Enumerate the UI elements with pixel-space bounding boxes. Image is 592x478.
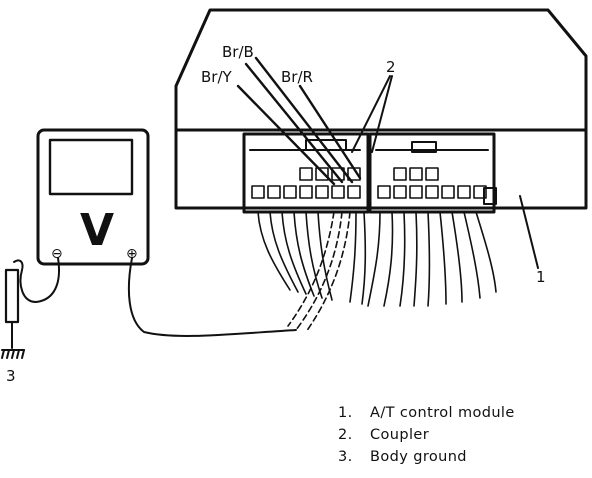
- wire-label-br-r: Br/R: [281, 68, 313, 86]
- wire-leaders: [236, 56, 362, 186]
- legend-text: Coupler: [370, 427, 430, 443]
- callout-ground: 3: [6, 367, 16, 385]
- module-leader: [519, 195, 539, 269]
- wire-label-br-b: Br/B: [222, 43, 254, 61]
- legend-item: 1. A/T control module: [338, 402, 515, 424]
- legend-number: 1.: [338, 405, 353, 421]
- ground-probe: [4, 268, 20, 349]
- voltmeter: V ⊖ ⊕: [36, 128, 150, 266]
- legend-item: 3. Body ground: [338, 446, 515, 468]
- positive-terminal-icon: ⊕: [126, 246, 138, 262]
- at-control-module: [174, 8, 588, 210]
- voltmeter-unit: V: [80, 205, 114, 256]
- probe-wires: [287, 211, 351, 333]
- legend-number: 3.: [338, 449, 353, 465]
- coupler-leaders: [351, 75, 393, 153]
- coupler-pins: [251, 167, 487, 199]
- legend-text: Body ground: [370, 449, 467, 465]
- legend: 1. A/T control module 2. Coupler 3. Body…: [338, 402, 515, 468]
- wire-label-br-y: Br/Y: [201, 68, 233, 86]
- legend-item: 2. Coupler: [338, 424, 515, 446]
- legend-text: A/T control module: [370, 405, 515, 421]
- negative-lead: [13, 257, 60, 303]
- callout-coupler: 2: [386, 58, 396, 76]
- callout-module: 1: [536, 268, 546, 286]
- legend-number: 2.: [338, 427, 353, 443]
- coupler: [242, 132, 497, 214]
- positive-lead: [127, 257, 297, 337]
- wire-harness: [257, 211, 497, 307]
- body-ground-icon: [1, 349, 25, 359]
- negative-terminal-icon: ⊖: [51, 246, 63, 262]
